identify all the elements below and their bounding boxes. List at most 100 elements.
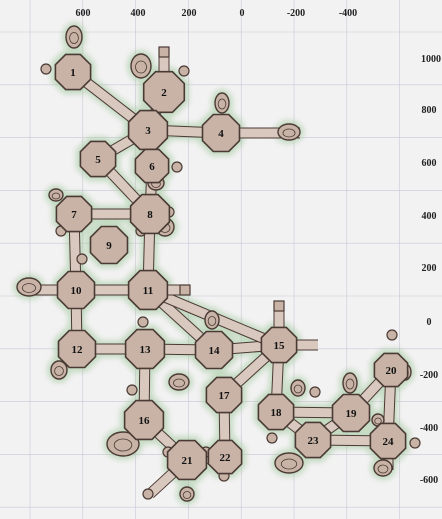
stair-square xyxy=(179,284,191,296)
room-16: 16 xyxy=(123,399,165,441)
cave-detail xyxy=(21,283,36,293)
cave xyxy=(373,459,393,477)
pillar-circle xyxy=(171,161,183,173)
cave-detail xyxy=(182,491,192,499)
room-21: 21 xyxy=(166,439,208,481)
pillar-circle xyxy=(409,437,421,449)
cave xyxy=(274,452,304,474)
room-14: 14 xyxy=(194,330,234,370)
room-octagon xyxy=(331,393,371,433)
x-axis-labels: 600 400 200 0 -200 -400 xyxy=(76,8,358,19)
room-22: 22 xyxy=(207,439,243,475)
room-octagon xyxy=(57,329,97,369)
room-octagon xyxy=(373,352,409,388)
cave xyxy=(50,360,68,380)
room-octagon xyxy=(201,113,241,153)
room-octagon xyxy=(260,326,298,364)
room-17: 17 xyxy=(205,376,243,414)
y-tick-label: 600 xyxy=(422,158,437,169)
cave-detail xyxy=(173,378,185,388)
cave-detail xyxy=(54,366,64,376)
room-number: 13 xyxy=(140,344,152,356)
cave xyxy=(214,92,230,114)
pillar-circle xyxy=(137,316,149,328)
cave-detail xyxy=(377,464,389,474)
room-15: 15 xyxy=(260,326,298,364)
y-tick-label: 400 xyxy=(422,211,437,222)
room-number: 22 xyxy=(220,452,232,464)
room-20: 20 xyxy=(373,352,409,388)
room-number: 18 xyxy=(271,407,283,419)
room-octagon xyxy=(257,393,295,431)
room-number: 7 xyxy=(71,209,77,221)
cave xyxy=(106,431,140,457)
stair-square xyxy=(273,300,285,312)
x-tick-label: 400 xyxy=(131,8,146,19)
stair-square xyxy=(158,46,170,58)
room-18: 18 xyxy=(257,393,295,431)
room-2: 2 xyxy=(142,70,186,114)
room-13: 13 xyxy=(124,328,166,370)
room-octagon xyxy=(134,148,170,184)
x-tick-label: 0 xyxy=(240,8,245,19)
cave xyxy=(277,123,301,141)
pillar-circle xyxy=(126,384,138,396)
room-number: 17 xyxy=(219,390,231,402)
room-number: 20 xyxy=(386,365,398,377)
y-tick-label: -400 xyxy=(420,423,438,434)
pillar-circle xyxy=(40,63,52,75)
room-8: 8 xyxy=(129,193,171,235)
room-octagon xyxy=(207,439,243,475)
y-tick-label: -600 xyxy=(420,475,438,486)
room-octagon xyxy=(124,328,166,370)
room-6: 6 xyxy=(134,148,170,184)
room-number: 1 xyxy=(70,67,76,79)
x-tick-label: 600 xyxy=(76,8,91,19)
room-number: 8 xyxy=(147,209,153,221)
cave-detail xyxy=(282,128,296,138)
y-tick-label: 0 xyxy=(427,317,432,328)
room-octagon xyxy=(89,225,129,265)
room-number: 16 xyxy=(139,415,151,427)
room-19: 19 xyxy=(331,393,371,433)
room-number: 21 xyxy=(182,455,193,467)
room-octagon xyxy=(129,193,171,235)
cave-detail xyxy=(207,316,217,326)
room-octagon xyxy=(194,330,234,370)
y-tick-label: -200 xyxy=(420,370,438,381)
pillar-circle xyxy=(386,329,398,341)
y-tick-label: 1000 xyxy=(421,54,441,65)
y-axis-labels: 1000 800 600 400 200 0 -200 -400 -600 xyxy=(420,54,441,486)
room-number: 10 xyxy=(71,285,83,297)
room-number: 11 xyxy=(143,285,153,297)
cave-detail xyxy=(280,458,298,470)
room-number: 14 xyxy=(209,345,221,357)
y-tick-label: 800 xyxy=(422,105,437,116)
cave xyxy=(168,373,190,391)
cave-detail xyxy=(51,192,61,200)
cave-detail xyxy=(217,98,227,110)
room-3: 3 xyxy=(127,109,169,151)
room-octagon xyxy=(369,422,407,460)
room-octagon xyxy=(205,376,243,414)
room-octagon xyxy=(54,53,92,91)
room-1: 1 xyxy=(54,53,92,91)
cave xyxy=(342,372,358,394)
cave-detail xyxy=(345,378,355,390)
room-number: 9 xyxy=(106,240,112,252)
pillar-circle xyxy=(266,432,278,444)
pillar-circle xyxy=(309,386,321,398)
room-11: 11 xyxy=(127,269,169,311)
x-tick-label: 200 xyxy=(182,8,197,19)
cave-detail xyxy=(135,60,147,74)
room-octagon xyxy=(294,421,332,459)
cave-detail xyxy=(69,32,79,44)
room-number: 24 xyxy=(383,436,395,448)
y-tick-label: 200 xyxy=(422,263,437,274)
room-octagon xyxy=(166,439,208,481)
cave-detail xyxy=(374,417,382,425)
room-octagon xyxy=(123,399,165,441)
room-number: 23 xyxy=(308,435,320,447)
